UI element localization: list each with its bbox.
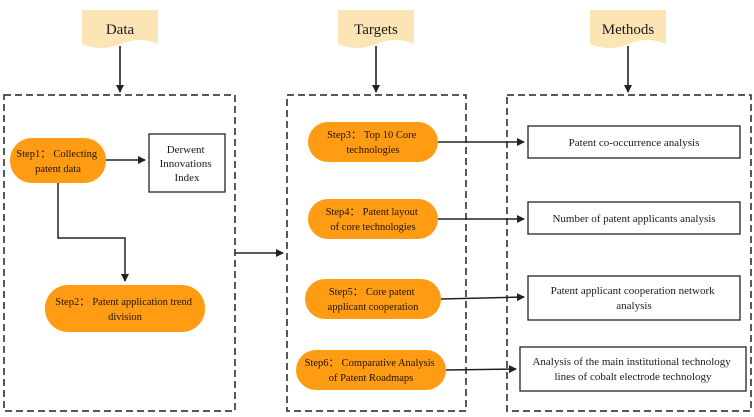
header-data: Data bbox=[82, 10, 158, 48]
method-4-node: Analysis of the main institutional techn… bbox=[519, 346, 747, 392]
header-data-banner bbox=[82, 10, 158, 48]
targets-panel bbox=[286, 94, 467, 412]
source-node: Derwent Innovations Index bbox=[148, 133, 226, 193]
step3-label: Step3： Top 10 Core technologies bbox=[327, 130, 419, 156]
step5-node: Step5： Core patent applicant cooperation bbox=[305, 279, 441, 319]
method-1-label: Patent co-occurrence analysis bbox=[569, 137, 700, 149]
method-3-label: Patent applicant cooperation network ana… bbox=[551, 285, 718, 312]
arrow-step5-method3 bbox=[440, 293, 525, 302]
step2-node: Step2： Patent application trend division bbox=[45, 285, 205, 332]
methods-panel bbox=[506, 94, 752, 412]
step3-shape bbox=[308, 122, 438, 162]
method-2-node: Number of patent applicants analysis bbox=[527, 201, 741, 235]
step4-node: Step4： Patent layout of core technologie… bbox=[308, 199, 438, 239]
arrow-step6-method4 bbox=[445, 365, 517, 374]
header-targets: Targets bbox=[338, 10, 414, 48]
arrow-step1-step2 bbox=[57, 183, 129, 282]
method-2-label: Number of patent applicants analysis bbox=[552, 213, 715, 225]
method-1-node: Patent co-occurrence analysis bbox=[527, 125, 741, 159]
header-data-label: Data bbox=[106, 22, 135, 38]
step2-shape bbox=[45, 285, 205, 332]
header-targets-banner bbox=[338, 10, 414, 48]
step1-shape bbox=[10, 138, 106, 183]
step5-label: Step5： Core patent applicant cooperation bbox=[328, 287, 419, 313]
method-2-box bbox=[527, 201, 741, 235]
step4-label: Step4： Patent layout of core technologie… bbox=[326, 207, 421, 233]
step3-node: Step3： Top 10 Core technologies bbox=[308, 122, 438, 162]
step6-node: Step6： Comparative Analysis of Patent Ro… bbox=[296, 350, 446, 390]
method-4-label: Analysis of the main institutional techn… bbox=[532, 356, 733, 383]
source-box bbox=[148, 133, 226, 193]
method-1-box bbox=[527, 125, 741, 159]
step6-label: Step6： Comparative Analysis of Patent Ro… bbox=[305, 358, 438, 384]
method-4-box bbox=[519, 346, 747, 392]
step6-shape bbox=[296, 350, 446, 390]
step5-shape bbox=[305, 279, 441, 319]
step1-node: Step1： Collecting patent data bbox=[10, 138, 106, 183]
step1-label: Step1： Collecting patent data bbox=[16, 149, 99, 175]
step2-label: Step2： Patent application trend division bbox=[55, 297, 194, 323]
method-3-node: Patent applicant cooperation network ana… bbox=[527, 275, 741, 321]
method-3-box bbox=[527, 275, 741, 321]
step4-shape bbox=[308, 199, 438, 239]
header-methods-banner bbox=[590, 10, 666, 48]
source-label: Derwent Innovations Index bbox=[160, 144, 215, 184]
header-targets-label: Targets bbox=[354, 22, 398, 38]
header-methods-label: Methods bbox=[602, 22, 655, 38]
header-methods: Methods bbox=[590, 10, 666, 48]
